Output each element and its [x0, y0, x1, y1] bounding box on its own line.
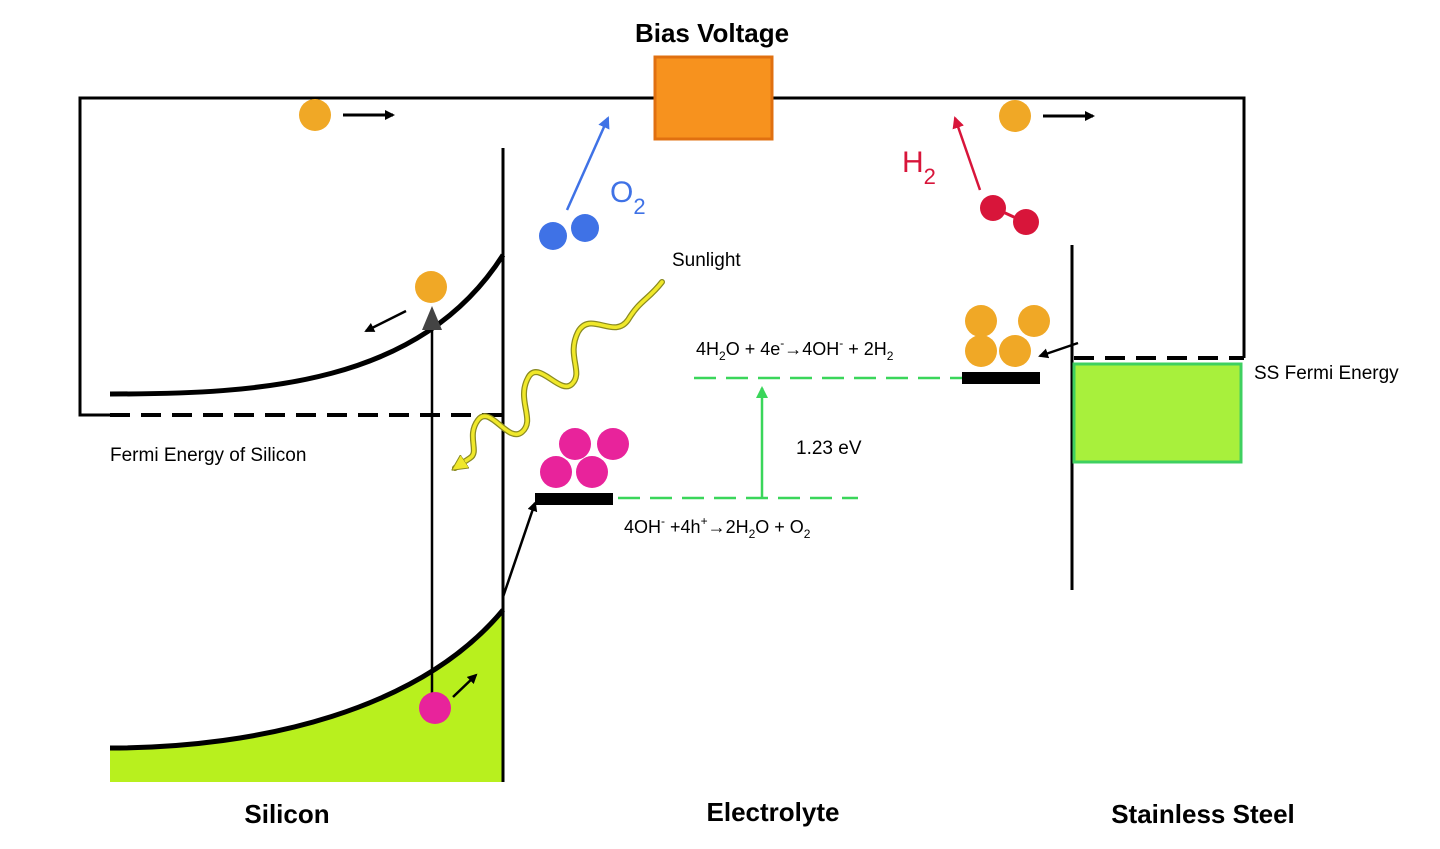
bias-voltage-label: Bias Voltage — [635, 18, 789, 48]
electron-cluster — [965, 335, 997, 367]
hole-cluster — [540, 456, 572, 488]
circuit-wire — [78, 96, 1246, 417]
electron-cluster — [965, 305, 997, 337]
electron-drift-arrow — [364, 309, 407, 333]
sunlight-wave-inner — [455, 280, 664, 468]
h2-label: H2 — [902, 146, 936, 189]
electron-cluster — [1018, 305, 1050, 337]
sunlight-label: Sunlight — [672, 250, 741, 271]
h2-bond — [1002, 210, 1017, 220]
hole — [419, 692, 451, 724]
electron-wire-left — [299, 99, 331, 131]
bias-voltage-box — [653, 55, 774, 141]
electron-cluster — [999, 335, 1031, 367]
h2-atom — [1013, 209, 1039, 235]
silicon-valence-fill — [110, 610, 503, 782]
o2-label: O2 — [610, 176, 646, 219]
excited-electron — [415, 271, 447, 303]
h2-arrow — [952, 116, 982, 191]
h2-atom — [980, 195, 1006, 221]
electrolyte-label: Electrolyte — [707, 797, 840, 827]
hole-cluster — [597, 428, 629, 460]
ss-fermi-label: SS Fermi Energy — [1254, 363, 1399, 384]
fermi-silicon-label: Fermi Energy of Silicon — [110, 445, 306, 466]
oxidation-equation: 4OH- +4h+→2H2O + O2 — [624, 514, 811, 541]
hole-cluster — [559, 428, 591, 460]
oxidation-level-bar — [535, 493, 613, 505]
electron-wire-right — [999, 100, 1031, 132]
silicon-conduction-band — [109, 253, 506, 397]
sunlight-wave — [452, 279, 665, 471]
silicon-label: Silicon — [244, 799, 329, 829]
hole-drift-arrow — [452, 673, 478, 698]
excitation-arrowhead — [422, 306, 442, 330]
o2-atom — [539, 222, 567, 250]
silicon-valence-band — [109, 608, 505, 751]
reduction-equation: 4H2O + 4e-→4OH- + 2H2 — [696, 336, 894, 363]
reduction-level-bar — [962, 372, 1040, 384]
hole-cluster — [576, 456, 608, 488]
ss-filled-states — [1072, 362, 1243, 464]
hole-transfer-arrow — [501, 501, 538, 598]
o2-arrow — [565, 116, 610, 211]
stainless-steel-label: Stainless Steel — [1111, 799, 1295, 829]
energy-gap-label: 1.23 eV — [796, 438, 862, 459]
o2-atom — [571, 214, 599, 242]
